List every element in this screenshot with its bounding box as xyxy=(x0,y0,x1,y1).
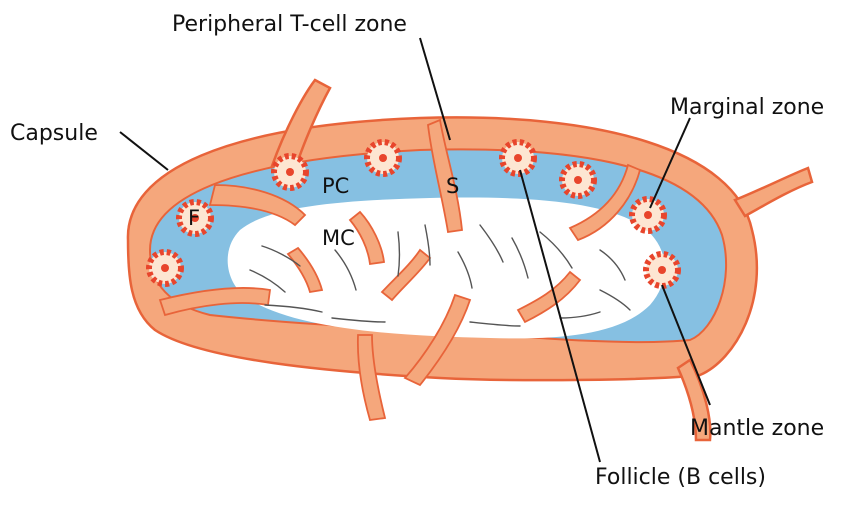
follicle-f7 xyxy=(629,196,667,234)
follicle-f4 xyxy=(364,139,402,177)
leader-follicle-b-cells xyxy=(519,169,601,463)
label-f: F xyxy=(188,206,200,230)
leader-capsule xyxy=(119,131,169,171)
label-follicle-b-cells: Follicle (B cells) xyxy=(595,465,766,490)
follicle-f5 xyxy=(499,139,537,177)
label-pc: PC xyxy=(322,174,349,198)
leader-peripheral-t-cell-zone xyxy=(419,37,451,141)
follicle-f6 xyxy=(559,161,597,199)
follicle-f8 xyxy=(643,251,681,289)
trabeculae xyxy=(158,118,642,421)
label-capsule: Capsule xyxy=(10,121,98,146)
label-mc: MC xyxy=(322,226,355,250)
label-s: S xyxy=(446,174,459,198)
follicle-f1 xyxy=(176,199,214,237)
leader-lines xyxy=(119,37,711,463)
follicle-f2 xyxy=(146,249,184,287)
label-peripheral-t-cell-zone: Peripheral T-cell zone xyxy=(172,12,407,37)
leader-marginal-zone xyxy=(649,117,691,209)
label-mantle-zone: Mantle zone xyxy=(690,416,824,441)
medullary-strands xyxy=(249,224,631,327)
leader-mantle-zone xyxy=(661,284,711,406)
label-marginal-zone: Marginal zone xyxy=(670,95,824,120)
follicle-f3 xyxy=(271,153,309,191)
